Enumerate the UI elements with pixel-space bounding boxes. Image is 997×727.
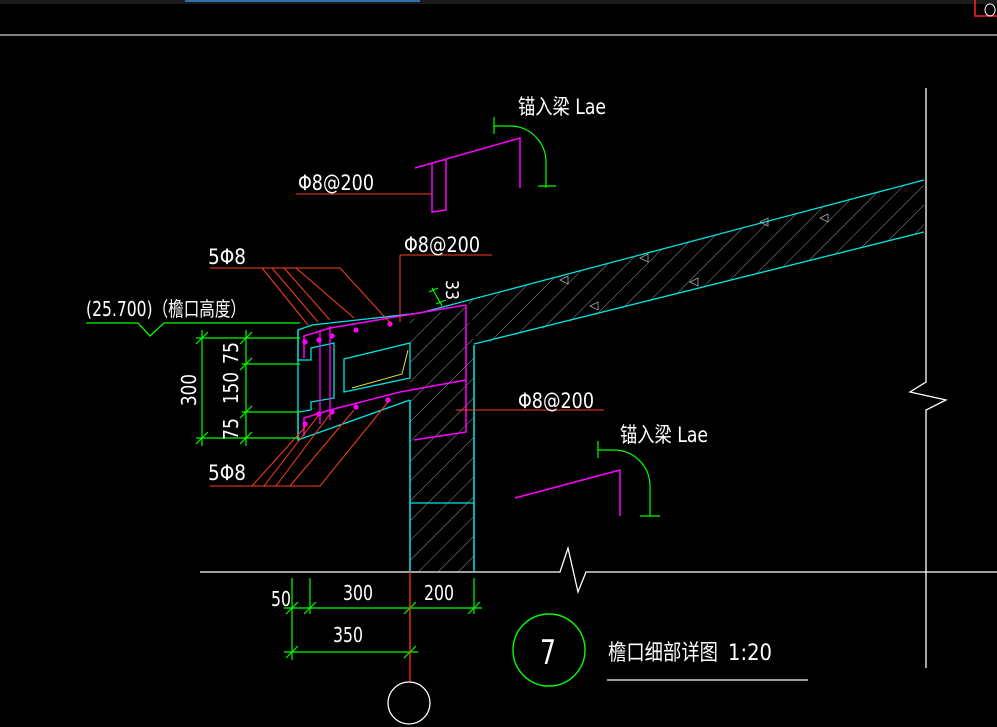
leader-lines (210, 193, 604, 487)
rebar-count-bottom: 5Φ8 (208, 461, 246, 485)
stirrup-label-top-mid: Φ8@200 (404, 233, 480, 257)
dim-vertical-75-top: 75 (219, 342, 243, 364)
detail-number: 7 (540, 633, 556, 673)
anchor-rebar-sketch-top (414, 117, 556, 213)
cover-dimension (428, 287, 447, 307)
dim-horizontal-50: 50 (271, 587, 291, 611)
anchor-label-top: 锚入梁 Lae (518, 95, 606, 119)
detail-title: 檐口细部详图 (608, 641, 718, 666)
rebar-count-top: 5Φ8 (208, 245, 246, 269)
right-wall-break-line (908, 88, 948, 668)
dim-vertical-150: 150 (219, 372, 243, 404)
eave-level-marker (86, 322, 300, 337)
eave-level-label: (25.700)（檐口高度） (86, 297, 246, 321)
dim-horizontal-350: 350 (333, 623, 363, 647)
stirrup-label-right: Φ8@200 (518, 389, 594, 413)
beam-column-body (409, 305, 475, 572)
sloped-roof-slab (419, 179, 925, 345)
eave-void (343, 342, 411, 393)
drawing-frame (0, 0, 997, 36)
grid-axis (387, 572, 431, 725)
eave-rebar (302, 304, 467, 436)
detail-scale: 1:20 (728, 641, 772, 666)
ground-break-line (200, 545, 997, 595)
cover-label-33: 33 (441, 280, 462, 300)
dim-vertical-300: 300 (177, 374, 201, 406)
dim-vertical-75-bottom: 75 (219, 418, 243, 440)
anchor-label-bottom: 锚入梁 Lae (620, 423, 708, 447)
detail-title-block (512, 613, 808, 687)
stirrup-label-top-left: Φ8@200 (298, 171, 374, 195)
dim-horizontal-300: 300 (343, 581, 373, 605)
vertical-dimension-lines (195, 330, 300, 446)
dim-horizontal-200: 200 (424, 581, 454, 605)
anchor-rebar-sketch-bottom (514, 441, 660, 517)
